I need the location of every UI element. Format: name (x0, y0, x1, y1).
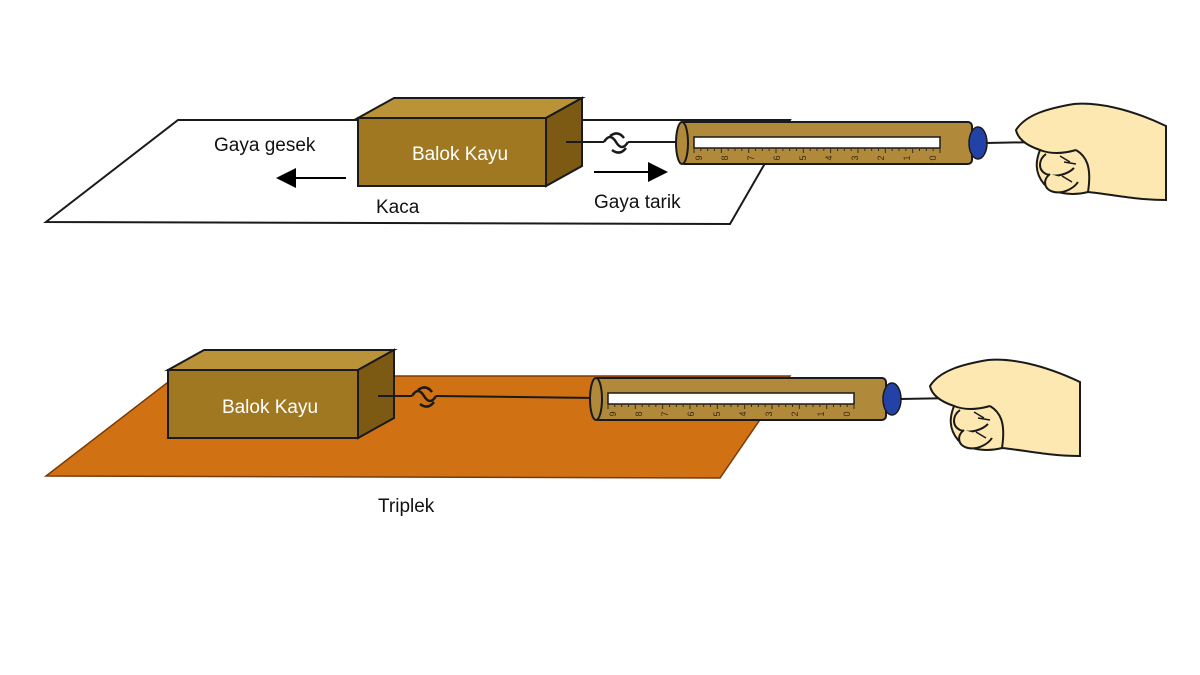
hand-icon (1014, 102, 1167, 202)
scale-number: 8 (720, 155, 730, 160)
scale-ticks (607, 404, 855, 409)
spring-balance-window (693, 136, 941, 149)
spring-balance-end (675, 121, 689, 165)
hook-icon (602, 132, 630, 154)
scale-number: 1 (816, 411, 826, 416)
block-front-face (167, 369, 359, 439)
scale-number: 9 (608, 411, 618, 416)
block-top-face (354, 97, 586, 119)
scale-numbers: 0 1 2 3 4 5 6 7 8 9 (694, 155, 938, 160)
scale-number: 8 (634, 411, 644, 416)
block-label: Balok Kayu (412, 144, 508, 165)
scale-number: 7 (660, 411, 670, 416)
arrow-left-icon (276, 168, 346, 188)
hand-icon (928, 358, 1081, 458)
scale-number: 6 (686, 411, 696, 416)
scale-numbers: 0 1 2 3 4 5 6 7 8 9 (608, 411, 852, 416)
scale-number: 5 (798, 155, 808, 160)
scale-ticks (693, 148, 941, 153)
string (435, 395, 597, 399)
scale-number: 9 (694, 155, 704, 160)
wooden-block: Balok Kayu (354, 96, 586, 188)
spring-balance-cap (882, 382, 902, 416)
scale-number: 3 (764, 411, 774, 416)
scale-number: 3 (850, 155, 860, 160)
scale-number: 6 (772, 155, 782, 160)
block-top-face (164, 349, 398, 371)
scale-number: 7 (746, 155, 756, 160)
hook-icon (410, 386, 438, 408)
scale-number: 2 (790, 411, 800, 416)
spring-balance-window (607, 392, 855, 405)
scale-number: 1 (902, 155, 912, 160)
block-label: Balok Kayu (222, 397, 318, 418)
spring-balance: 0 1 2 3 4 5 6 7 8 9 (589, 377, 902, 421)
surface-label: Kaca (376, 197, 420, 218)
pull-force-label: Gaya tarik (594, 192, 681, 213)
block-front-face (357, 117, 547, 187)
wooden-block: Balok Kayu (164, 348, 398, 440)
scale-number: 5 (712, 411, 722, 416)
experiment-glass: Balok Kayu 0 1 2 3 4 5 6 7 8 9 (43, 96, 1167, 226)
scale-number: 0 (928, 155, 938, 160)
arrow-right-icon (594, 162, 668, 182)
scale-number: 0 (842, 411, 852, 416)
spring-balance-cap (968, 126, 988, 160)
experiment-plywood: Balok Kayu 0 1 2 3 4 5 6 7 8 9 (43, 348, 1081, 517)
scale-number: 2 (876, 155, 886, 160)
spring-balance-end (589, 377, 603, 421)
scale-number: 4 (738, 411, 748, 416)
friction-force-label: Gaya gesek (214, 135, 316, 156)
spring-balance: 0 1 2 3 4 5 6 7 8 9 (675, 121, 988, 165)
scale-number: 4 (824, 155, 834, 160)
surface-label: Triplek (378, 496, 435, 517)
